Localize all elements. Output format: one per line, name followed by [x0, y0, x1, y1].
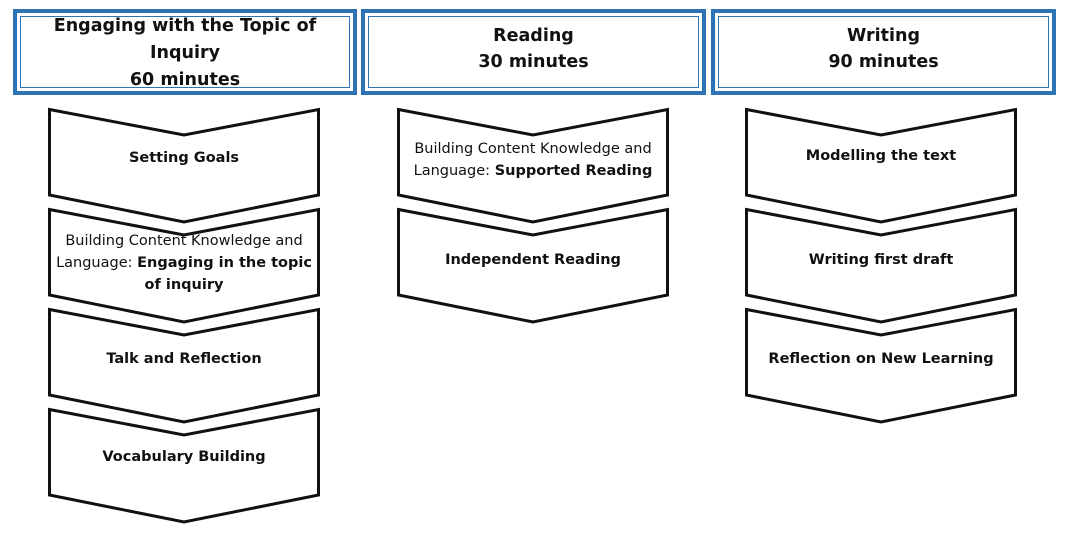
chevron-shape [48, 307, 320, 424]
step-label: Vocabulary Building [102, 449, 266, 465]
chevron-supported-reading: Building Content Knowledge and Language:… [397, 107, 669, 224]
chevron-outline [48, 207, 320, 324]
step-label-bold: Engaging in the topic of inquiry [137, 255, 312, 293]
chevron-shape [745, 107, 1017, 224]
chevron-shape [48, 107, 320, 224]
chevron-vocabulary: Vocabulary Building [48, 407, 320, 524]
chevron-outline [745, 207, 1017, 324]
chevron-talk-reflection: Talk and Reflection [48, 307, 320, 424]
step-label-prefix: Building Content Knowledge and Language: [413, 141, 652, 179]
header-title: Reading [493, 26, 574, 46]
chevron-reflection-learning: Reflection on New Learning [745, 307, 1017, 424]
header-reading: Reading 30 minutes [361, 9, 706, 95]
chevron-outline [48, 107, 320, 224]
step-label: Building Content Knowledge and Language:… [403, 128, 663, 192]
chevron-shape [48, 207, 320, 324]
chevron-first-draft: Writing first draft [745, 207, 1017, 324]
chevron-independent-reading: Independent Reading [397, 207, 669, 324]
step-label: Writing first draft [808, 252, 954, 268]
step-label-prefix: Building Content Knowledge and Language: [56, 233, 303, 271]
step-label: Talk and Reflection [106, 351, 262, 367]
chevron-shape [397, 207, 669, 324]
step-label: Reflection on New Learning [768, 351, 994, 367]
step-label: Independent Reading [445, 252, 621, 268]
chevron-engaging-topic: Building Content Knowledge and Language:… [48, 207, 320, 324]
chevron-modelling: Modelling the text [745, 107, 1017, 224]
header-duration: 30 minutes [478, 52, 589, 72]
chevron-shape [745, 207, 1017, 324]
header-title: Engaging with the Topic of Inquiry [53, 15, 317, 63]
step-label: Building Content Knowledge and Language:… [54, 230, 314, 296]
chevron-outline [745, 307, 1017, 424]
chevron-outline [745, 107, 1017, 224]
chevron-outline [48, 407, 320, 524]
header-duration: 90 minutes [828, 52, 939, 72]
chevron-outline [48, 307, 320, 424]
chevron-shape [48, 407, 320, 524]
chevron-setting-goals: Setting Goals [48, 107, 320, 224]
header-engaging: Engaging with the Topic of Inquiry 60 mi… [13, 9, 357, 95]
chevron-outline [397, 107, 669, 224]
step-label-bold: Supported Reading [494, 163, 653, 179]
header-duration: 60 minutes [129, 69, 241, 90]
step-label: Modelling the text [805, 148, 957, 164]
header-title: Writing [847, 26, 920, 46]
chevron-shape [397, 107, 669, 224]
header-writing: Writing 90 minutes [711, 9, 1056, 95]
chevron-outline [397, 207, 669, 324]
step-label: Setting Goals [128, 150, 240, 166]
chevron-shape [745, 307, 1017, 424]
